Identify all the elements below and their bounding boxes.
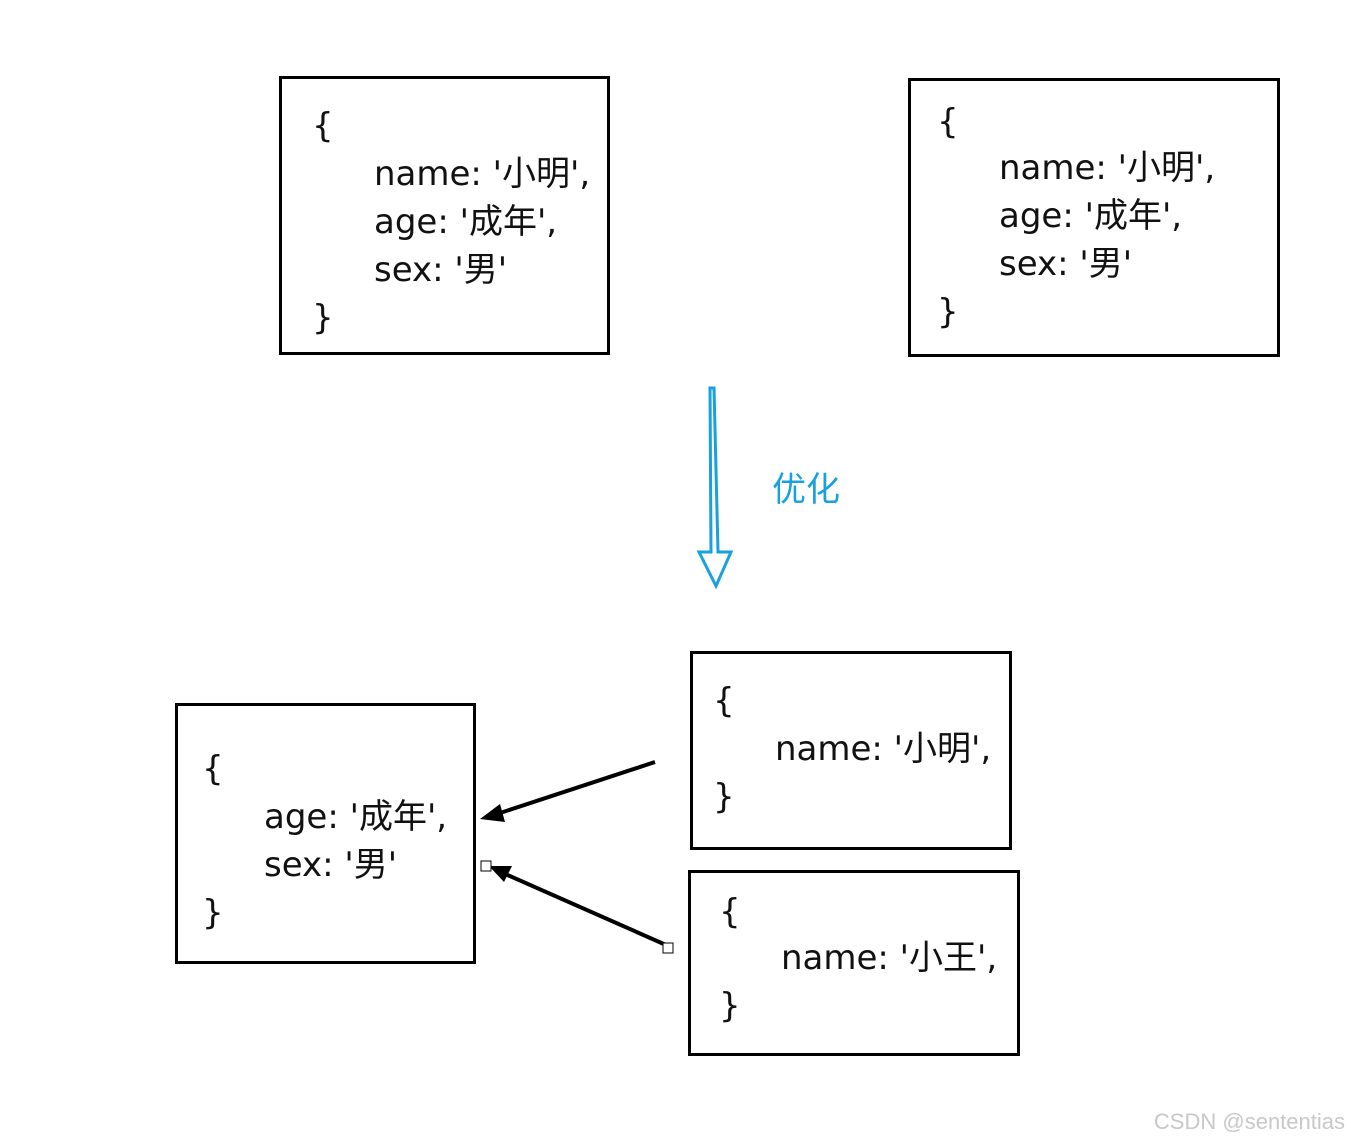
reference-arrow-wang [489, 866, 667, 947]
object-box-shared: { age: '成年', sex: '男' } [175, 703, 476, 964]
age-line: age: '成年', [999, 196, 1183, 236]
sex-line: sex: '男' [264, 845, 398, 885]
watermark: CSDN @sententias [1153, 1109, 1345, 1134]
close-brace: } [937, 292, 959, 332]
open-brace: { [713, 681, 735, 721]
open-brace: { [937, 102, 959, 142]
reference-arrow-ming [480, 760, 656, 822]
name-line: name: '小明', [374, 154, 591, 194]
age-line: age: '成年', [374, 202, 558, 242]
age-line: age: '成年', [264, 797, 448, 837]
object-box-top-right: { name: '小明', age: '成年', sex: '男' } [908, 78, 1280, 357]
open-brace: { [202, 749, 224, 789]
open-brace: { [719, 892, 741, 932]
optimize-arrow [696, 386, 734, 590]
object-box-wang: { name: '小王', } [688, 870, 1020, 1056]
object-box-top-left: { name: '小明', age: '成年', sex: '男' } [279, 76, 610, 355]
name-line: name: '小明', [775, 729, 992, 769]
optimize-label: 优化 [772, 470, 840, 510]
sex-line: sex: '男' [999, 244, 1133, 284]
close-brace: } [719, 986, 741, 1026]
close-brace: } [202, 893, 224, 933]
name-line: name: '小王', [781, 938, 998, 978]
name-line: name: '小明', [999, 148, 1216, 188]
selection-handle[interactable] [662, 942, 674, 954]
sex-line: sex: '男' [374, 250, 508, 290]
open-brace: { [312, 106, 334, 146]
selection-handle[interactable] [480, 860, 492, 872]
close-brace: } [713, 777, 735, 817]
object-box-ming: { name: '小明', } [690, 651, 1012, 850]
close-brace: } [312, 298, 334, 338]
